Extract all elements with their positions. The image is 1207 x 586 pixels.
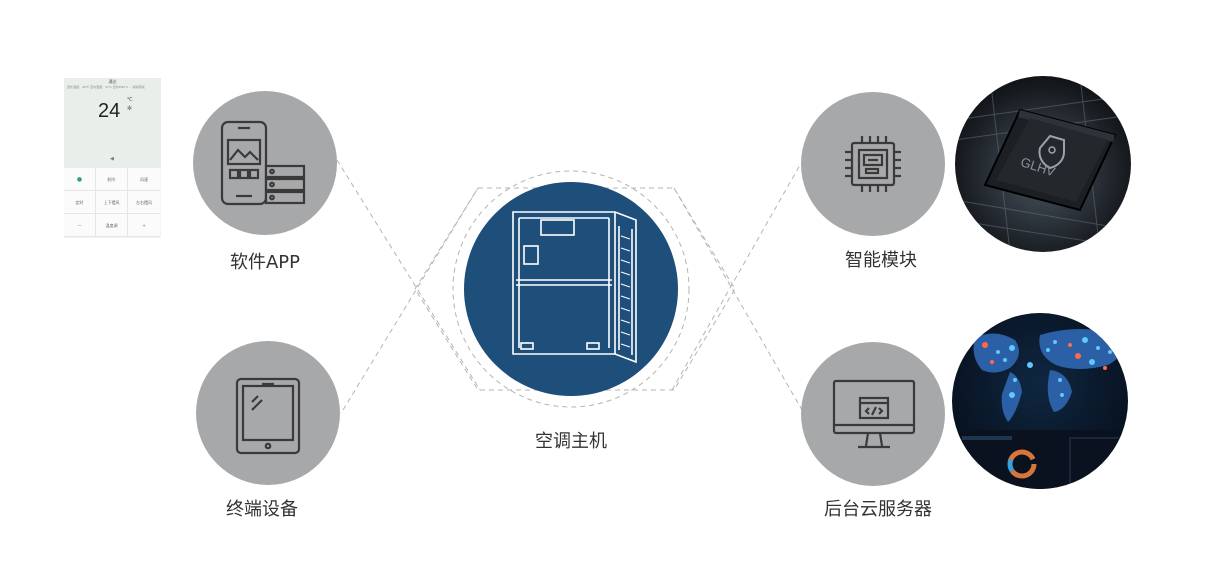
map-dot bbox=[1009, 392, 1015, 398]
phone-info-line: 室外温度：26℃ 室内湿度：47% 室内PM2.5 ... 模拟测试 bbox=[67, 85, 145, 89]
map-dot bbox=[1075, 353, 1081, 359]
map-dot bbox=[1027, 362, 1033, 368]
phone-title: 通达 bbox=[108, 79, 117, 84]
map-dot bbox=[1103, 366, 1107, 370]
label-terminal-device: 终端设备 bbox=[226, 499, 298, 520]
phone-with-server-icon bbox=[220, 120, 306, 206]
host-circle[interactable] bbox=[464, 182, 678, 396]
map-dot bbox=[990, 360, 994, 364]
phone-cell[interactable]: + bbox=[128, 214, 160, 237]
phone-cell[interactable]: 温度调 bbox=[96, 214, 128, 237]
phone-cell[interactable]: 上下摆风 bbox=[96, 191, 128, 214]
line-app-to-host bbox=[336, 159, 481, 391]
line-terminal-to-host bbox=[342, 187, 479, 411]
phone-cell[interactable]: ● bbox=[64, 168, 96, 191]
tablet-icon bbox=[235, 377, 301, 455]
map-dot bbox=[1013, 378, 1017, 382]
phone-cell[interactable]: 风速 bbox=[128, 168, 160, 191]
map-dot bbox=[996, 350, 1000, 354]
line-host-to-module bbox=[671, 164, 801, 391]
map-data-dots bbox=[982, 337, 1112, 398]
map-dot bbox=[1003, 358, 1007, 362]
label-smart-module: 智能模块 bbox=[845, 250, 917, 271]
map-dot bbox=[1068, 343, 1072, 347]
phone-temperature-unit: ℃ bbox=[127, 97, 133, 103]
phone-app-screenshot: 通达 室外温度：26℃ 室内湿度：47% 室内PM2.5 ... 模拟测试 24… bbox=[64, 78, 161, 238]
phone-temperature: 24 bbox=[98, 100, 121, 122]
map-dot bbox=[1096, 346, 1100, 350]
chip-photo bbox=[955, 76, 1131, 252]
line-host-to-server bbox=[673, 187, 803, 411]
map-dot bbox=[1009, 345, 1015, 351]
air-conditioner-unit-icon bbox=[512, 211, 637, 364]
map-dot bbox=[982, 342, 988, 348]
map-dot bbox=[1108, 350, 1112, 354]
phone-cell[interactable]: 定时 bbox=[64, 191, 96, 214]
map-dot bbox=[1082, 337, 1088, 343]
fan-icon: ✻ bbox=[127, 105, 133, 112]
host-hexagon bbox=[414, 187, 736, 391]
phone-cell[interactable]: — bbox=[64, 214, 96, 237]
terminal-circle[interactable] bbox=[196, 341, 340, 485]
map-dot bbox=[1060, 393, 1064, 397]
map-dashboard-photo bbox=[952, 313, 1128, 489]
label-ac-host: 空调主机 bbox=[535, 431, 607, 452]
map-dot bbox=[1058, 378, 1062, 382]
speaker-icon: ◀ bbox=[110, 156, 114, 162]
phone-cell[interactable]: 左右摆风 bbox=[128, 191, 160, 214]
label-backend-server: 后台云服务器 bbox=[824, 499, 932, 520]
label-software-app: 软件APP bbox=[230, 252, 300, 273]
phone-header bbox=[64, 78, 161, 168]
phone-cell[interactable]: 制冷 bbox=[96, 168, 128, 191]
monitor-code-icon bbox=[832, 379, 916, 449]
host-halo bbox=[452, 170, 690, 408]
phone-button-grid: ● 制冷 风速 定时 上下摆风 左右摆风 — 温度调 + bbox=[64, 168, 161, 238]
chip-icon bbox=[845, 136, 901, 192]
map-dot bbox=[1089, 359, 1095, 365]
map-dot bbox=[1046, 348, 1050, 352]
map-dot bbox=[1053, 340, 1057, 344]
connector-lines bbox=[336, 159, 803, 411]
